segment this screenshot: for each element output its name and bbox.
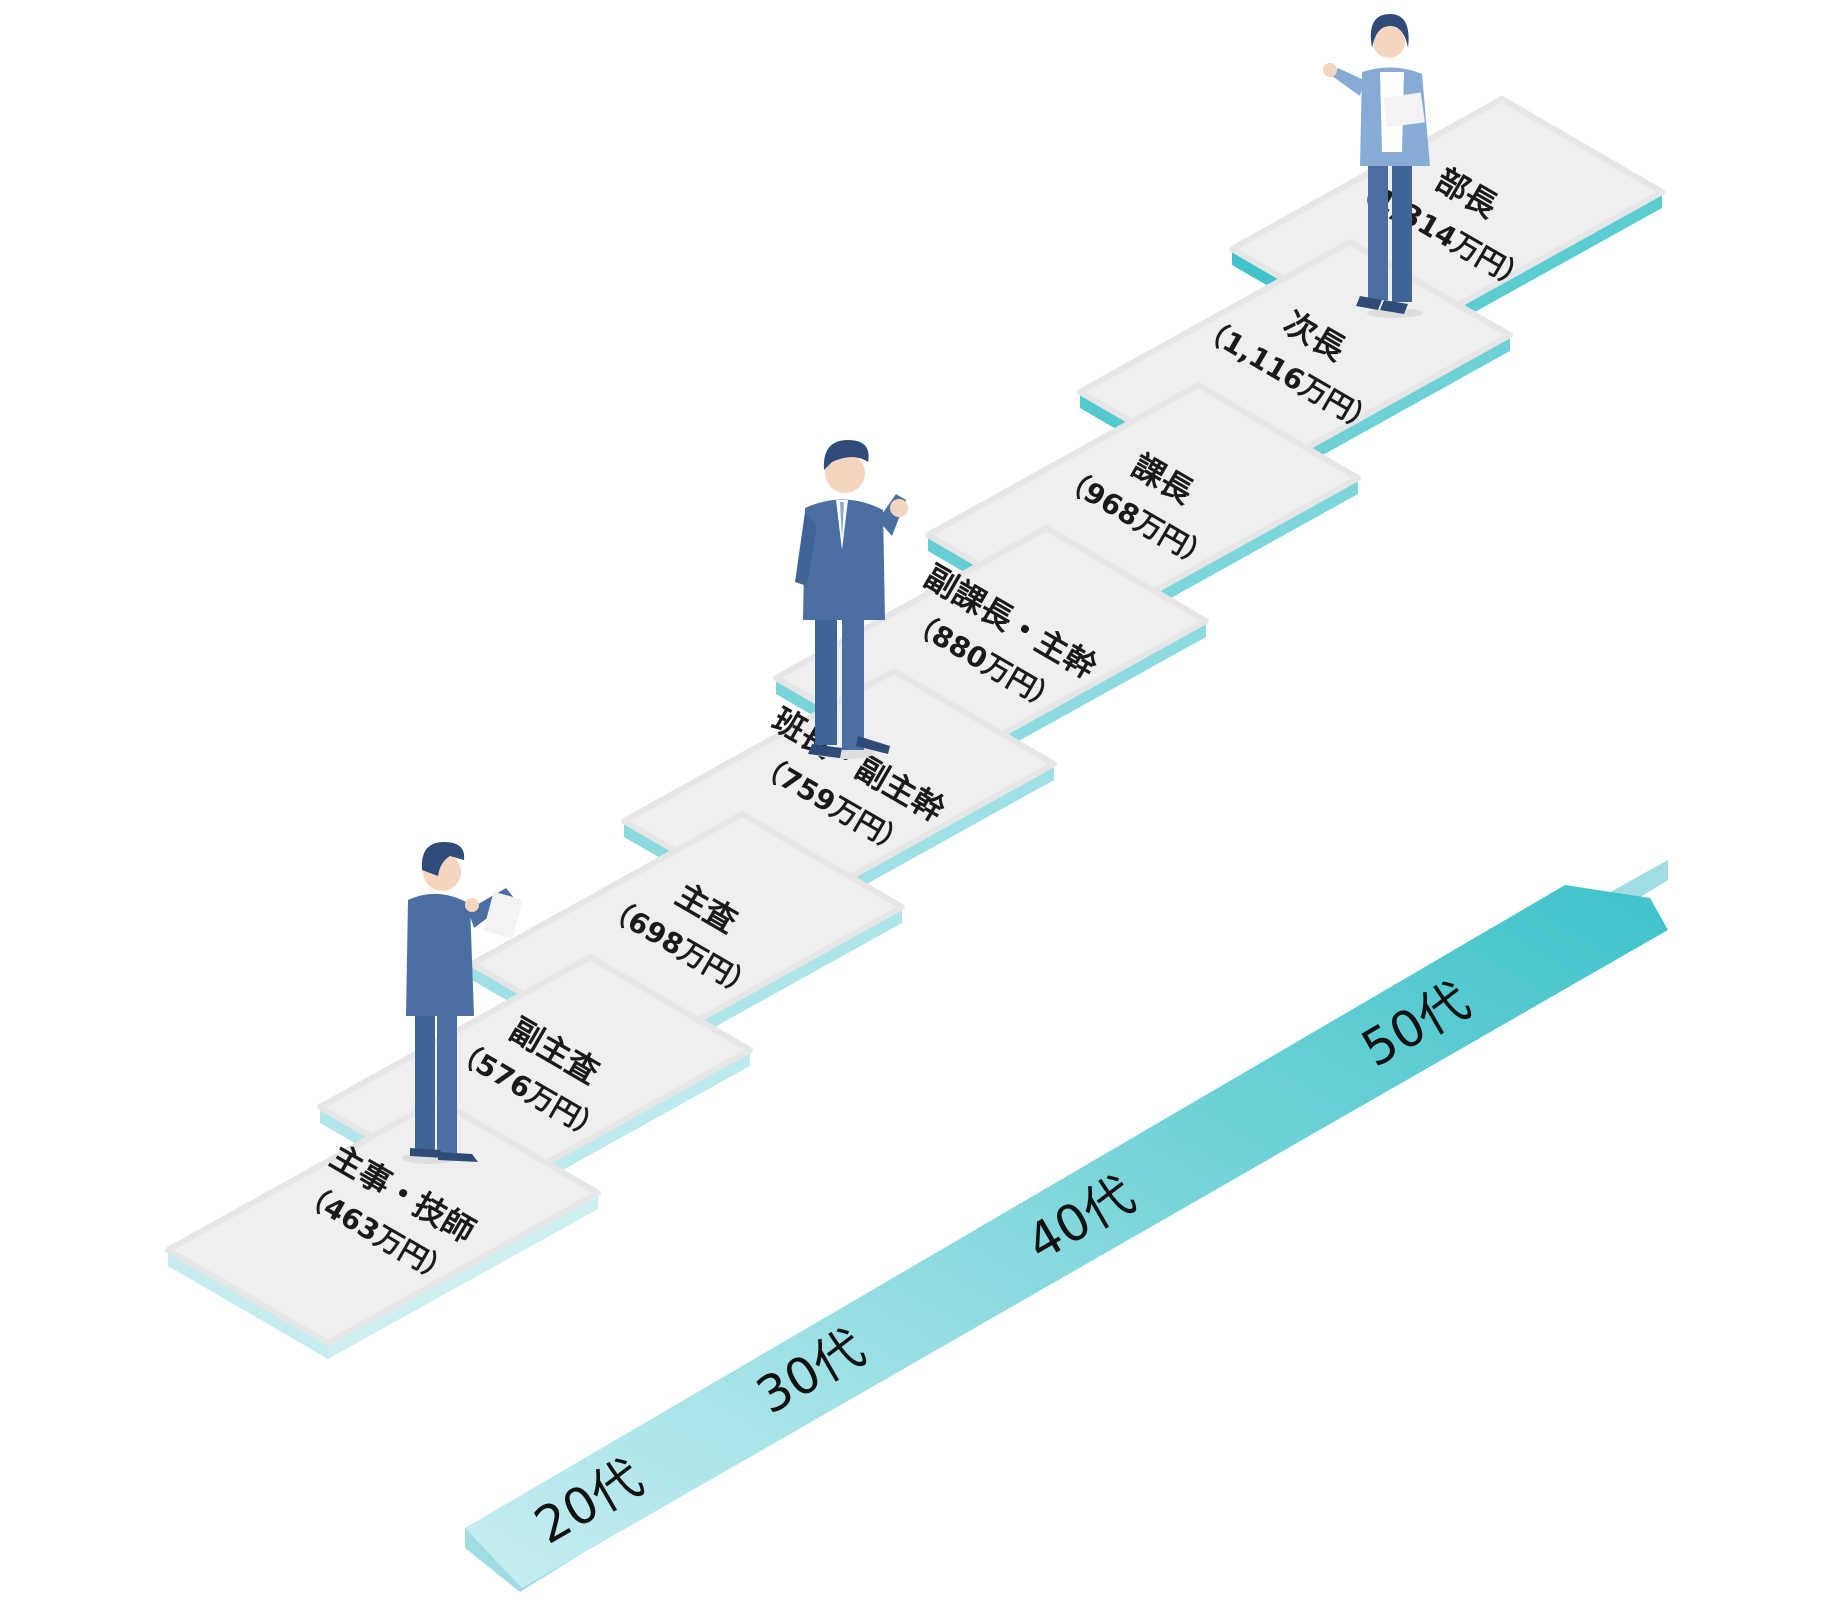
step-tile: 主事・技師（463万円） xyxy=(165,1097,601,1359)
businesswoman-presenting-icon xyxy=(1323,14,1430,318)
step-tile-side xyxy=(168,1250,328,1359)
step-tile-face xyxy=(165,1097,601,1346)
businessman-holding-paper-icon xyxy=(402,842,523,1164)
step-tile-side xyxy=(328,1193,598,1359)
step-tiles: 部長（1,314万円）次長（1,116万円）課長（968万円）副課長・主幹（88… xyxy=(165,96,1665,1359)
businessman-fist-icon xyxy=(795,440,908,759)
age-band-top xyxy=(465,885,1668,1588)
